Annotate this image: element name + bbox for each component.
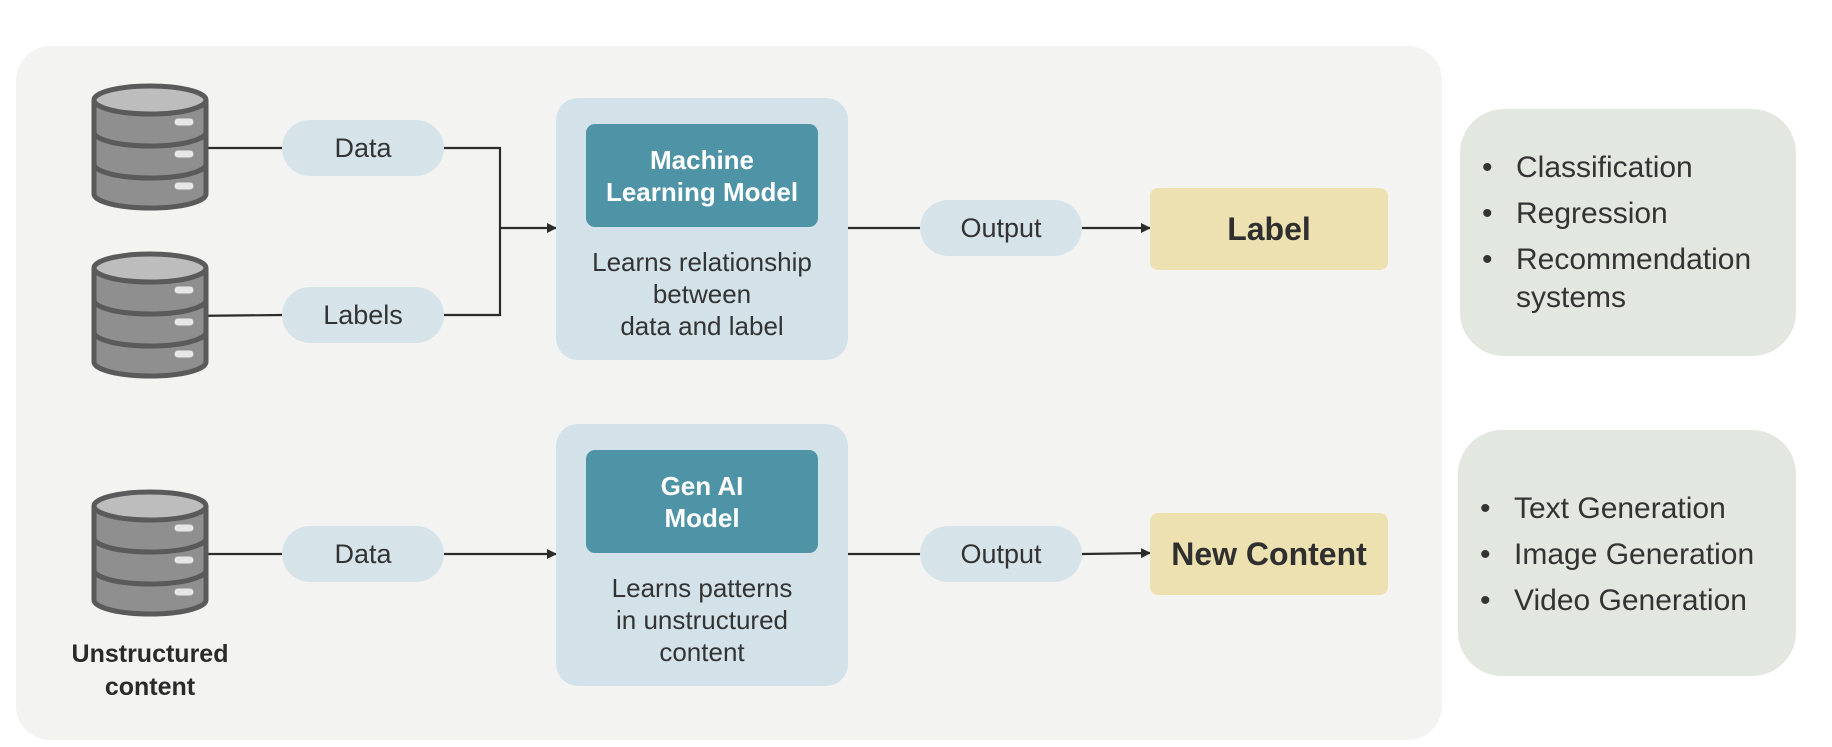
list-item: Regression: [1482, 195, 1796, 233]
ml-model-title: Machine Learning Model: [586, 124, 818, 227]
genai-model-description: Learns patterns in unstructured content: [611, 573, 793, 667]
data-pill-bottom: Data: [282, 526, 444, 582]
list-item: Classification: [1482, 149, 1796, 187]
connector-merge: [444, 146, 502, 317]
list-item: Text Generation: [1480, 490, 1796, 528]
database-icon: [91, 489, 209, 617]
list-item: Video Generation: [1480, 582, 1796, 620]
genai-tasks-card: Text Generation Image Generation Video G…: [1458, 430, 1796, 676]
arrow-to-new-content: [1081, 548, 1151, 559]
ml-tasks-card: Classification Regression Recommendation…: [1460, 109, 1796, 356]
new-content-result-box: New Content: [1150, 513, 1388, 595]
labels-pill: Labels: [282, 287, 444, 343]
list-item: Image Generation: [1480, 536, 1796, 574]
output-pill-top: Output: [920, 200, 1082, 256]
unstructured-content-caption: Unstructured content: [71, 640, 229, 701]
ml-model-description: Learns relationship between data and lab…: [592, 247, 812, 341]
genai-model-title: Gen AI Model: [586, 450, 818, 553]
ml-tasks-list: Classification Regression Recommendation…: [1460, 109, 1796, 317]
label-result-box: Label: [1150, 188, 1388, 270]
genai-tasks-list: Text Generation Image Generation Video G…: [1458, 430, 1796, 620]
output-pill-bottom: Output: [920, 526, 1082, 582]
database-icon: [91, 251, 209, 379]
database-icon: [91, 83, 209, 211]
data-pill-top: Data: [282, 120, 444, 176]
list-item: Recommendation systems: [1482, 241, 1776, 317]
